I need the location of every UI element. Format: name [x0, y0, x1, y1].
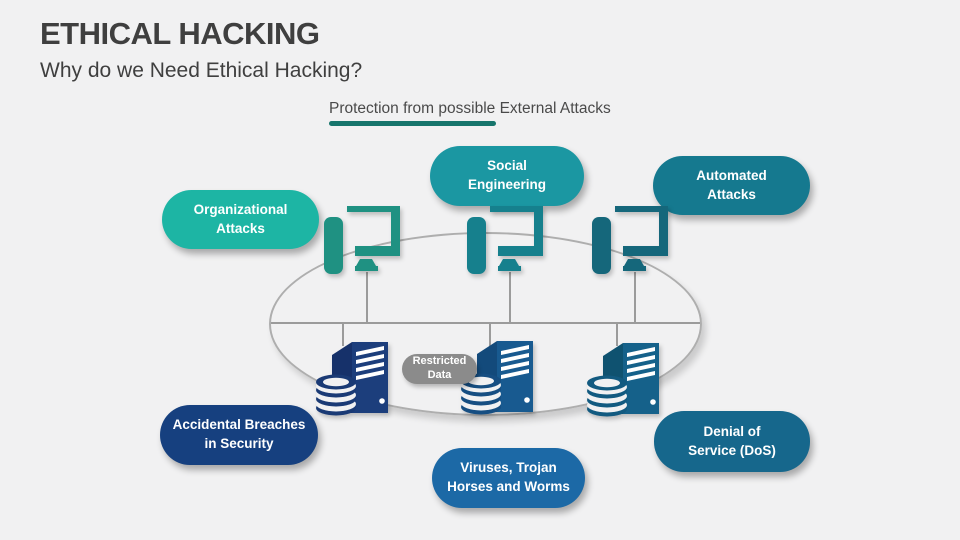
restricted-data-line: Restricted	[412, 355, 467, 368]
server-tower-icon	[316, 342, 388, 416]
database-icon	[461, 373, 501, 415]
connector-computer-2	[509, 272, 511, 322]
server-power-dot	[379, 398, 385, 404]
server-tower-icon	[587, 343, 659, 417]
attack-label-automated-attacks: Automated Attacks	[653, 156, 810, 215]
monitor-stand	[356, 259, 376, 266]
pill-label-line: Accidental Breaches	[172, 417, 306, 433]
server-vent-stripes	[627, 347, 656, 405]
desktop-computer-icon	[467, 206, 543, 274]
pill-label-line: Service (DoS)	[688, 442, 776, 458]
database-icon	[316, 374, 356, 416]
monitor-right-edge	[659, 206, 668, 256]
connector-server-2	[489, 324, 491, 346]
attack-label-denial-of-service: Denial of Service (DoS)	[654, 411, 810, 472]
network-bus-line	[271, 322, 700, 324]
connector-computer-1	[366, 272, 368, 322]
monitor-right-edge	[391, 206, 400, 256]
monitor-top-edge	[347, 206, 400, 212]
monitor-stand	[624, 259, 644, 266]
monitor-right-edge	[534, 206, 543, 256]
pill-label-line: Denial of	[703, 423, 761, 439]
monitor-bottom-edge	[623, 246, 668, 256]
pill-label-line: Automated	[696, 167, 767, 183]
pill-label-line: Social	[487, 158, 527, 174]
attack-label-viruses-trojan-worms: Viruses, Trojan Horses and Worms	[432, 448, 585, 508]
attack-label-organizational-attacks: Organizational Attacks	[162, 190, 319, 249]
connector-server-1	[342, 324, 344, 346]
monitor-base	[498, 266, 521, 271]
server-power-dot	[650, 399, 656, 405]
database-icon	[587, 375, 627, 417]
connector-computer-3	[634, 272, 636, 322]
monitor-bottom-edge	[498, 246, 543, 256]
restricted-data-line: Data	[427, 369, 452, 381]
pill-label-line: Attacks	[707, 186, 756, 202]
server-power-dot	[524, 397, 530, 403]
monitor-base	[623, 266, 646, 271]
computer-tower	[324, 217, 343, 274]
desktop-computer-icon	[592, 206, 668, 274]
pill-label-line: Attacks	[216, 220, 265, 236]
page-subtitle: Why do we Need Ethical Hacking?	[40, 59, 363, 82]
server-tower-icon	[461, 341, 533, 415]
monitor-top-edge	[615, 206, 668, 212]
desktop-computer-icon	[324, 206, 400, 274]
server-vent-stripes	[356, 346, 385, 404]
pill-label-line: Viruses, Trojan	[460, 460, 557, 476]
computer-tower	[467, 217, 486, 274]
monitor-bottom-edge	[355, 246, 400, 256]
monitor-top-edge	[490, 206, 543, 212]
monitor-stand	[499, 259, 519, 266]
attack-label-social-engineering: Social Engineering	[430, 146, 584, 206]
pill-label-line: Organizational	[193, 201, 288, 217]
pill-label-line: Horses and Worms	[447, 479, 570, 494]
monitor-base	[355, 266, 378, 271]
pill-label-line: in Security	[204, 436, 274, 451]
computer-tower	[592, 217, 611, 274]
diagram-heading: Protection from possible External Attack…	[329, 100, 611, 117]
pill-label-line: Engineering	[467, 177, 546, 192]
attack-label-accidental-breaches: Accidental Breaches in Security	[160, 405, 318, 465]
page-title: ETHICAL HACKING	[40, 16, 320, 51]
restricted-data-badge: Restricted Data	[402, 354, 477, 384]
heading-underline	[329, 121, 496, 126]
connector-server-3	[616, 324, 618, 346]
server-vent-stripes	[501, 345, 530, 403]
